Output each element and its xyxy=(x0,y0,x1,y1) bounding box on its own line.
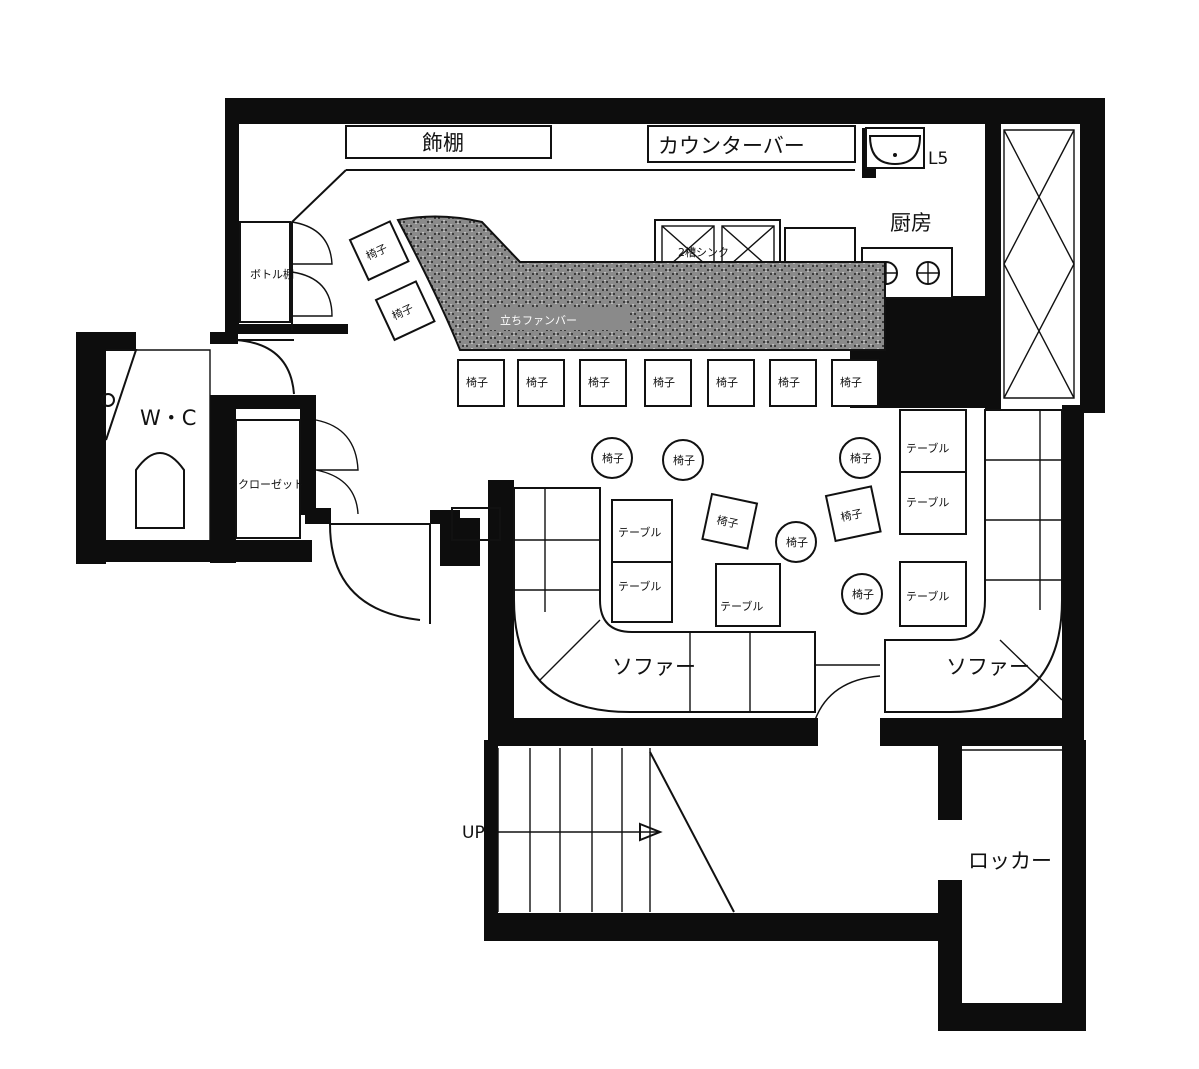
bottle-shelf-door xyxy=(291,221,333,317)
svg-text:椅子: 椅子 xyxy=(653,375,675,389)
svg-text:テーブル: テーブル xyxy=(906,495,949,509)
locker: ロッカー xyxy=(962,749,1062,873)
chair: 椅子 xyxy=(841,573,883,615)
svg-text:ロッカー: ロッカー xyxy=(968,849,1052,873)
table: テーブル xyxy=(715,563,781,627)
svg-text:W・C: W・C xyxy=(140,406,196,430)
svg-text:椅子: 椅子 xyxy=(466,375,488,389)
svg-text:椅子: 椅子 xyxy=(716,375,738,389)
tables: テーブル テーブル テーブル テーブル テーブル テーブル xyxy=(611,409,967,627)
wc: W・C xyxy=(101,349,211,540)
chair: 椅子 xyxy=(591,437,633,479)
svg-text:椅子: 椅子 xyxy=(840,375,862,389)
display-shelf: 飾棚 xyxy=(345,125,552,159)
hand-sink: L5 xyxy=(865,127,948,169)
svg-text:テーブル: テーブル xyxy=(906,589,949,603)
chair: 椅子 xyxy=(769,359,817,407)
sofa-left: ソファー xyxy=(513,487,816,713)
staircase: UP xyxy=(462,748,735,913)
chair: 椅子 xyxy=(644,359,692,407)
svg-text:テーブル: テーブル xyxy=(720,599,763,613)
closet-door xyxy=(315,419,359,515)
chair: 椅子 xyxy=(374,280,436,342)
svg-text:椅子: 椅子 xyxy=(786,535,808,549)
counter-chairs: 椅子 椅子 椅子 椅子 椅子 椅子 椅子 椅子 xyxy=(348,220,879,407)
chair: 椅子 xyxy=(707,359,755,407)
svg-text:立ちファンバー: 立ちファンバー xyxy=(500,313,577,327)
chair: 椅子 xyxy=(831,359,879,407)
svg-text:テーブル: テーブル xyxy=(618,525,661,539)
svg-text:椅子: 椅子 xyxy=(526,375,548,389)
door-step xyxy=(451,507,501,541)
svg-text:テーブル: テーブル xyxy=(618,579,661,593)
chair: 椅子 xyxy=(348,220,410,282)
svg-text:カウンターバー: カウンターバー xyxy=(658,134,805,158)
counter-bar: カウンターバー xyxy=(647,125,856,163)
standing-counter: 立ちファンバー xyxy=(396,215,886,351)
svg-text:テーブル: テーブル xyxy=(906,441,949,455)
chair: 椅子 xyxy=(839,437,881,479)
chair: 椅子 xyxy=(517,359,565,407)
svg-text:椅子: 椅子 xyxy=(588,375,610,389)
table: テーブル xyxy=(899,471,967,535)
table: テーブル xyxy=(611,561,673,623)
chair: 椅子 xyxy=(701,492,759,550)
svg-text:椅子: 椅子 xyxy=(673,453,695,467)
svg-text:椅子: 椅子 xyxy=(839,506,863,524)
svg-text:L5: L5 xyxy=(928,149,948,169)
shaft xyxy=(1003,129,1075,399)
svg-text:2槽シンク: 2槽シンク xyxy=(678,246,729,259)
svg-text:UP: UP xyxy=(462,823,485,843)
svg-text:椅子: 椅子 xyxy=(778,375,800,389)
table: テーブル xyxy=(899,561,967,627)
svg-text:厨房: 厨房 xyxy=(890,211,932,235)
svg-text:飾棚: 飾棚 xyxy=(422,131,464,155)
chair: 椅子 xyxy=(457,359,505,407)
chair: 椅子 xyxy=(662,439,704,481)
svg-text:椅子: 椅子 xyxy=(715,513,739,531)
lounge-chairs: 椅子 椅子 椅子 椅子 椅子 椅子 椅子 xyxy=(591,437,883,615)
closet: クローゼット xyxy=(235,419,304,539)
lower-door[interactable] xyxy=(329,523,431,624)
entrance-door[interactable] xyxy=(235,339,295,395)
table: テーブル xyxy=(611,499,673,563)
svg-text:椅子: 椅子 xyxy=(850,451,872,465)
svg-text:椅子: 椅子 xyxy=(602,451,624,465)
chair: 椅子 xyxy=(824,485,882,543)
svg-text:ソファー: ソファー xyxy=(612,655,696,679)
svg-text:クローゼット: クローゼット xyxy=(238,478,304,491)
chair: 椅子 xyxy=(579,359,627,407)
sofa-right: ソファー xyxy=(884,409,1063,713)
svg-text:ソファー: ソファー xyxy=(946,655,1030,679)
back-door[interactable] xyxy=(814,664,881,721)
svg-text:ボトル棚: ボトル棚 xyxy=(250,267,294,281)
chair: 椅子 xyxy=(775,521,817,563)
svg-text:椅子: 椅子 xyxy=(852,587,874,601)
bottle-shelf: ボトル棚 xyxy=(239,221,294,323)
table: テーブル xyxy=(899,409,967,473)
